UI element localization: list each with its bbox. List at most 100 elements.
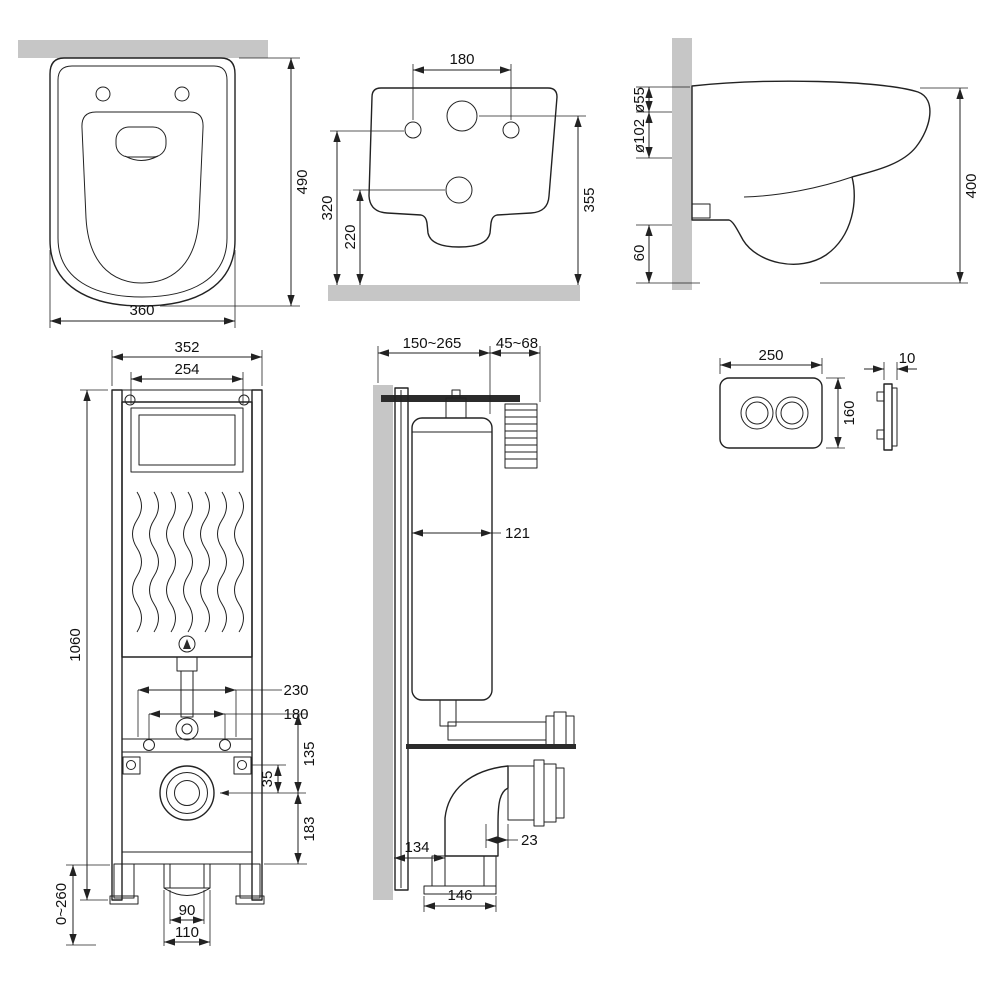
foot-plate-left bbox=[109, 895, 139, 905]
dim-label-110: 110 bbox=[175, 924, 199, 941]
dim-label-121: 121 bbox=[505, 525, 530, 542]
drain-elbow bbox=[444, 765, 509, 857]
dim-label-400: 400 bbox=[963, 173, 980, 198]
dim-label-d55: ø55 bbox=[631, 87, 648, 113]
stud-hole-left bbox=[143, 739, 155, 751]
dim-plate-width: 250 bbox=[719, 347, 823, 374]
drain-hole bbox=[445, 176, 473, 204]
floor-outlet-bottom bbox=[163, 887, 211, 896]
bowl-profile bbox=[691, 80, 931, 265]
dim-spacing-230: 230 bbox=[137, 682, 309, 737]
toilet-front-view: 180 320 220 355 bbox=[319, 51, 598, 301]
dim-plate-thickness: 10 bbox=[864, 350, 917, 380]
dim-label-160: 160 bbox=[841, 400, 858, 425]
drain-collar-inner bbox=[174, 780, 200, 806]
dim-label-352: 352 bbox=[174, 339, 199, 356]
flush-button-left bbox=[745, 401, 769, 425]
dim-outlet-90: 90 bbox=[169, 890, 205, 924]
stud-hole-right bbox=[219, 739, 231, 751]
rim-underline bbox=[743, 176, 853, 198]
dim-label-250: 250 bbox=[758, 347, 783, 364]
dim-offset-35: 35 bbox=[252, 764, 286, 793]
fixing-hole-right bbox=[237, 760, 247, 770]
dim-label-10: 10 bbox=[899, 350, 916, 367]
dim-label-360: 360 bbox=[129, 302, 154, 319]
wall-section-top bbox=[18, 40, 268, 58]
elbow-socket-rings bbox=[533, 759, 565, 827]
frame-rail-right bbox=[251, 389, 263, 901]
support-crossbar bbox=[121, 738, 253, 753]
bowl-outline-front bbox=[368, 87, 558, 248]
dim-width-254: 254 bbox=[130, 361, 244, 404]
foot-left bbox=[113, 863, 135, 899]
lower-crossbar bbox=[121, 851, 253, 865]
access-window-outer bbox=[130, 407, 244, 473]
floor-section-front bbox=[328, 285, 580, 301]
dim-offset-60: 60 bbox=[631, 224, 700, 284]
flush-button-left-outer bbox=[740, 396, 774, 430]
toilet-top-view: 490 360 bbox=[18, 40, 311, 328]
dim-label-146: 146 bbox=[447, 887, 472, 904]
dim-label-90: 90 bbox=[179, 902, 196, 919]
dim-height-1060: 1060 bbox=[67, 389, 108, 901]
flush-plate-front-view: 250 160 bbox=[719, 347, 858, 449]
support-shelf bbox=[406, 744, 576, 749]
frame-front-view: 352 254 1060 230 180 bbox=[53, 339, 318, 946]
dim-offset-183: 183 bbox=[264, 793, 318, 865]
dim-label-d102: ø102 bbox=[631, 119, 648, 153]
dim-depth-range: 150~265 bbox=[377, 335, 491, 414]
wall-section-side bbox=[672, 38, 692, 290]
dim-label-183: 183 bbox=[301, 816, 318, 841]
dim-label-135: 135 bbox=[301, 741, 318, 766]
dim-label-230: 230 bbox=[283, 682, 308, 699]
dim-tank-depth: 121 bbox=[412, 525, 530, 542]
corner-bolt-right bbox=[238, 394, 250, 406]
dim-hole-spacing-180: 180 bbox=[412, 51, 512, 120]
dim-height-220: 220 bbox=[342, 189, 445, 285]
dim-inlet-dia-55: ø55 bbox=[631, 86, 690, 113]
dim-bracket-range: 45~68 bbox=[490, 335, 541, 402]
plate-body bbox=[719, 377, 823, 449]
dim-label-320: 320 bbox=[319, 195, 336, 220]
dim-label-180b: 180 bbox=[283, 706, 308, 723]
foot-right bbox=[239, 863, 261, 899]
brand-logo-icon bbox=[178, 635, 196, 653]
cistern-tank bbox=[411, 417, 493, 701]
bowl-rim-inner bbox=[57, 65, 228, 298]
dim-label-254: 254 bbox=[174, 361, 199, 378]
seat-opening bbox=[81, 111, 204, 284]
fixing-plate-left bbox=[122, 756, 141, 775]
mounting-hole-left bbox=[404, 121, 422, 139]
plate-back bbox=[891, 387, 898, 447]
dim-offset-134: 134 bbox=[394, 839, 446, 866]
hinge-hole-left bbox=[95, 86, 111, 102]
dim-width-352: 352 bbox=[111, 339, 263, 386]
dim-label-355: 355 bbox=[581, 187, 598, 212]
dim-plate-height: 160 bbox=[826, 377, 858, 449]
dim-width-360: 360 bbox=[49, 250, 236, 328]
flush-button-right bbox=[780, 401, 804, 425]
corner-bolt-left bbox=[124, 394, 136, 406]
frame-rail-side bbox=[394, 387, 409, 891]
pipe-coupling-outer bbox=[175, 717, 199, 741]
dim-label-23: 23 bbox=[521, 832, 538, 849]
frame-rail-left bbox=[111, 389, 123, 901]
dim-outlet-146: 146 bbox=[423, 887, 497, 912]
dim-spacing-180: 180 bbox=[148, 706, 309, 740]
dim-height-400: 400 bbox=[820, 87, 980, 284]
top-crossbar bbox=[121, 389, 253, 403]
dim-offset-23: 23 bbox=[485, 824, 538, 849]
dim-label-134: 134 bbox=[404, 839, 429, 856]
flush-plate-side-view: 10 bbox=[864, 350, 917, 451]
dim-label-490: 490 bbox=[294, 169, 311, 194]
dim-height-355: 355 bbox=[479, 115, 598, 285]
flush-button-right-outer bbox=[775, 396, 809, 430]
outlet-stub bbox=[691, 203, 711, 219]
inlet-hole bbox=[446, 100, 478, 132]
insulation-waves bbox=[132, 491, 244, 633]
dim-height-320: 320 bbox=[319, 130, 404, 285]
dim-outlet-dia-102: ø102 bbox=[631, 112, 672, 159]
elbow-socket bbox=[507, 765, 535, 821]
flush-distributor bbox=[115, 126, 167, 158]
